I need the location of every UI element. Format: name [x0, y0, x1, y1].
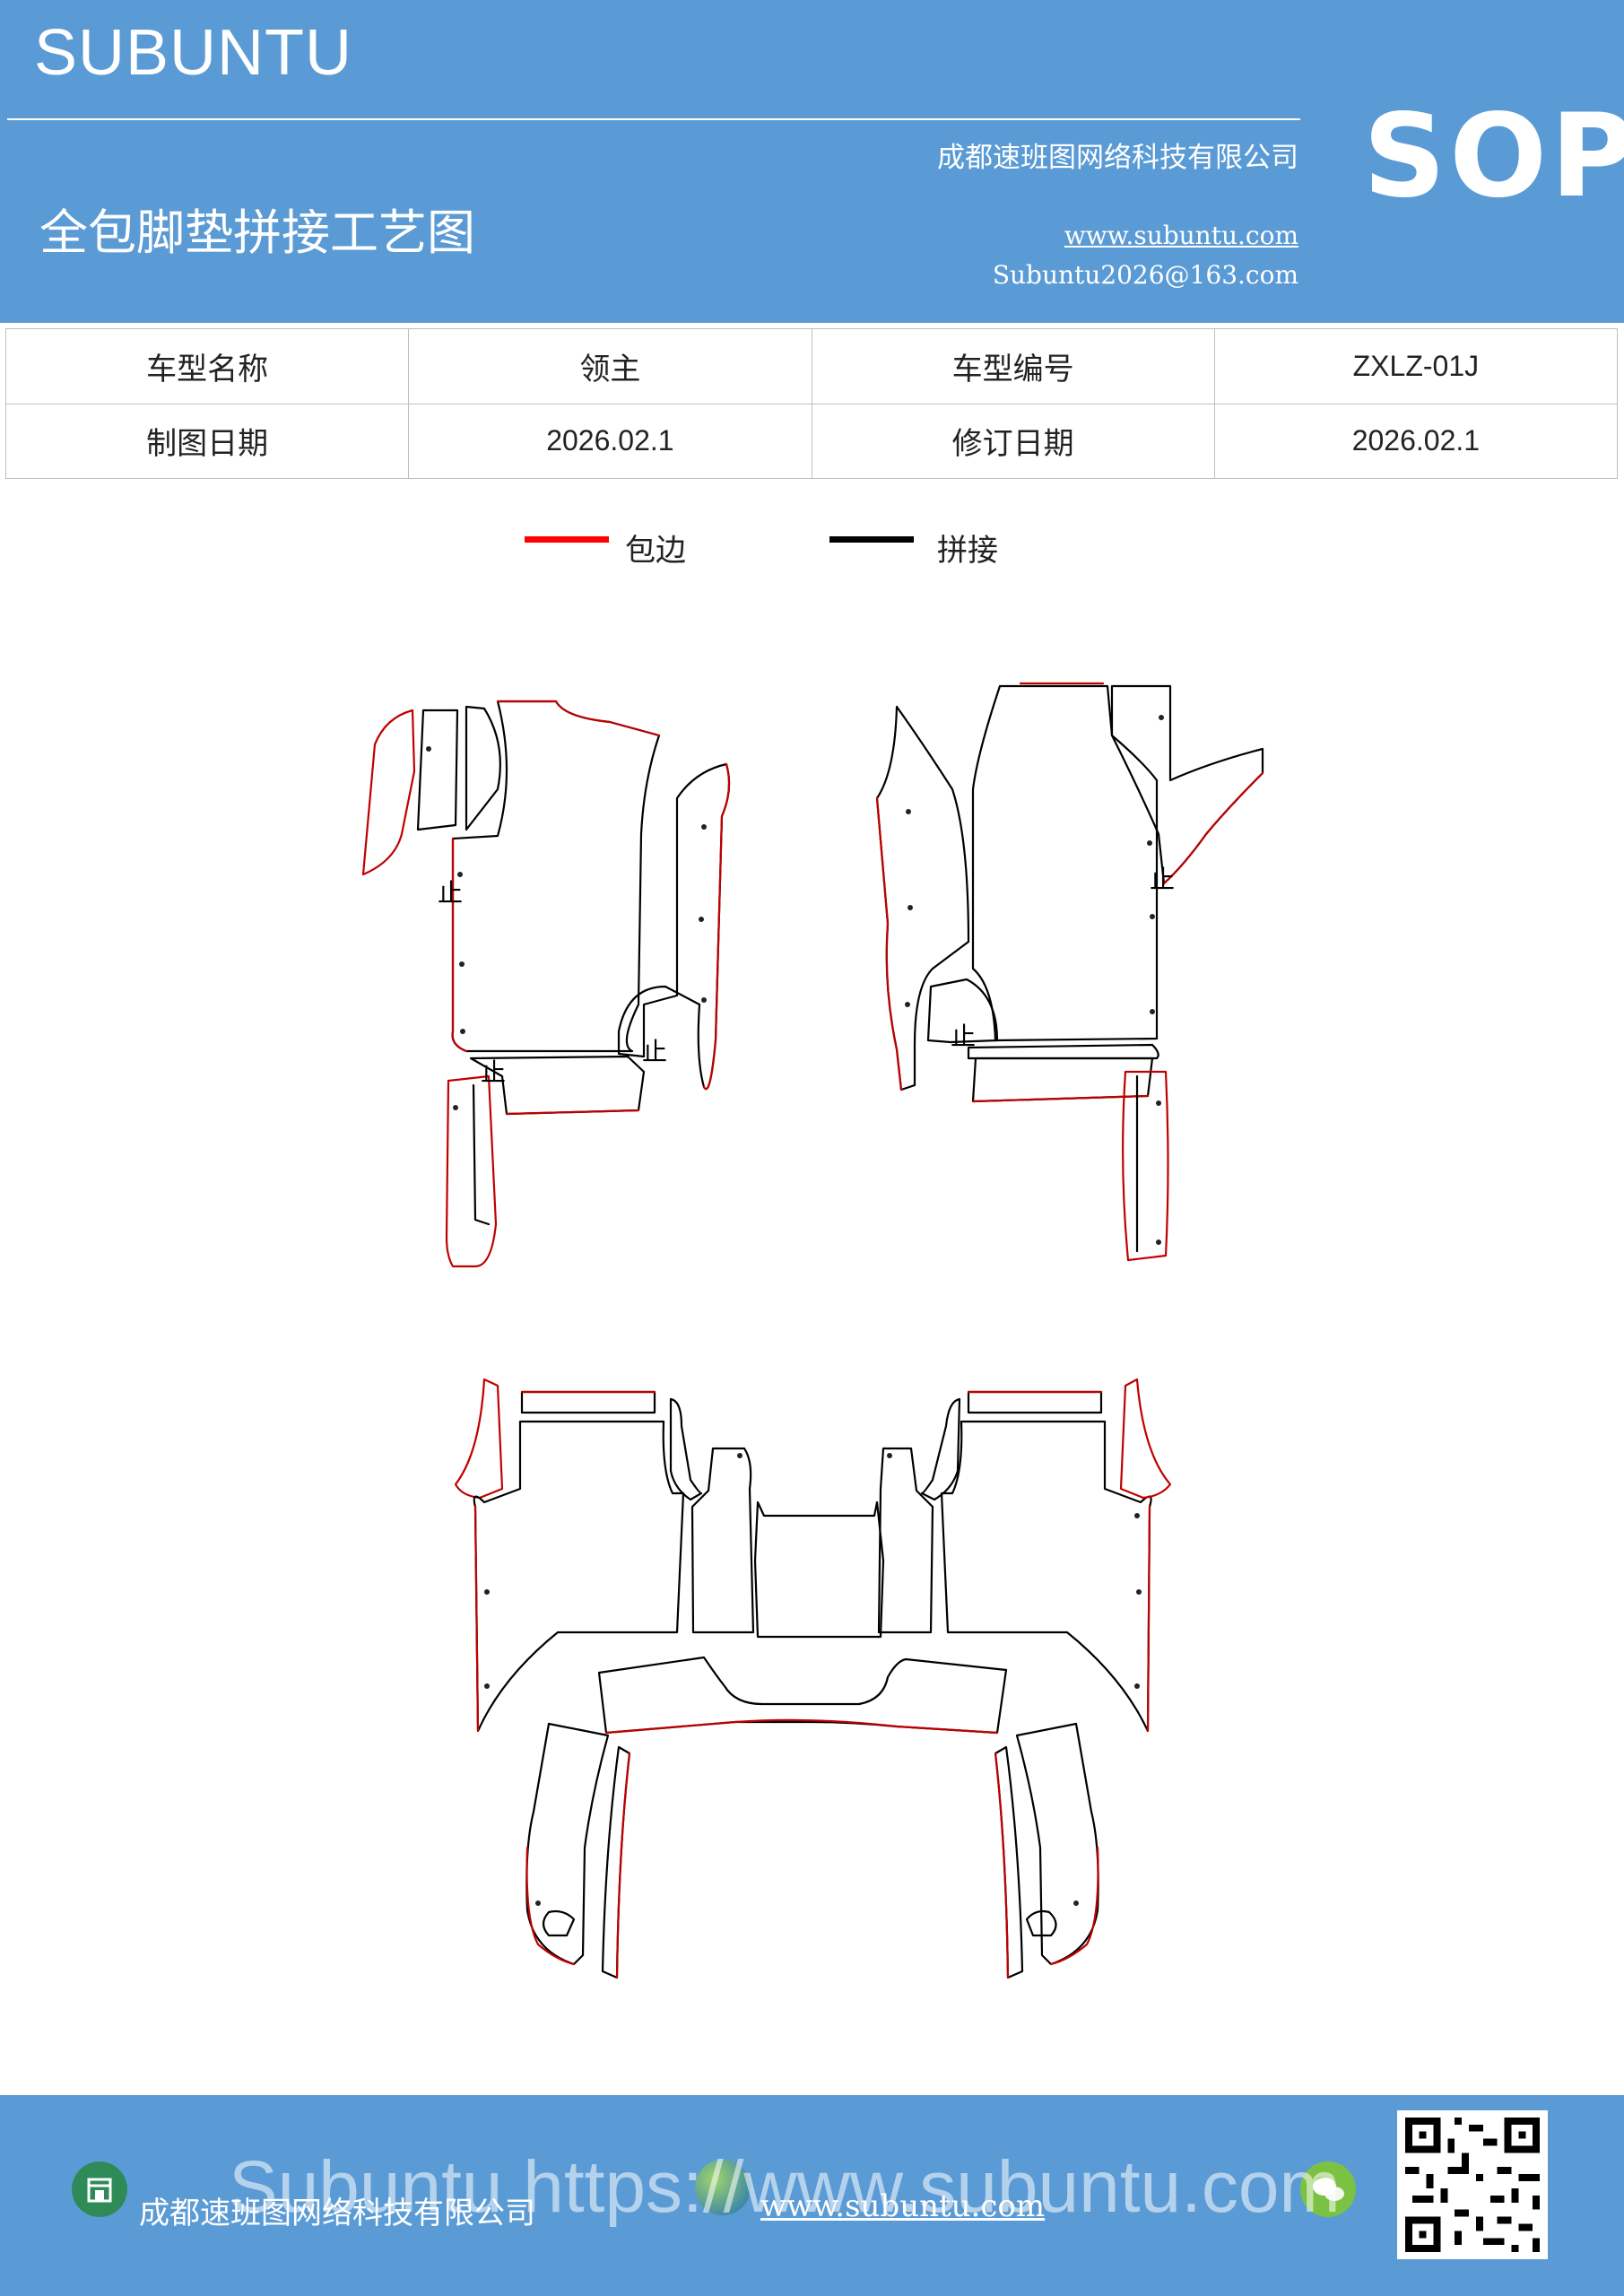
- mat-heel-pad: [1025, 1909, 1057, 1937]
- mat-edge-trim: [1146, 1505, 1151, 1733]
- table-cell: 领主: [408, 328, 812, 404]
- mat-piece: [1122, 1070, 1169, 1262]
- mat-piece: [994, 1745, 1024, 1979]
- mat-edge-trim: [451, 837, 468, 1053]
- table-cell: 2026.02.1: [1213, 403, 1619, 479]
- table-cell: 2026.02.1: [408, 403, 812, 479]
- mat-edge-trim: [1162, 771, 1264, 885]
- front-right-mat-group: [875, 682, 1264, 1262]
- table-cell: 车型编号: [811, 328, 1215, 404]
- mat-piece: [971, 684, 1159, 1042]
- stop-mark: 止: [481, 1057, 506, 1087]
- wechat-icon: [1300, 2161, 1356, 2217]
- mat-edge-trim: [505, 1109, 640, 1116]
- mat-piece: [877, 1447, 934, 1634]
- legend-swatch-red: [525, 536, 609, 543]
- rear-mat-group: [454, 1378, 1172, 1979]
- mat-edge-trim: [615, 1752, 631, 1979]
- mat-edge-trim: [496, 700, 661, 737]
- mat-edge-trim: [604, 1718, 999, 1735]
- mat-piece: [416, 709, 459, 831]
- mat-piece: [525, 1722, 610, 1966]
- mat-edge-trim: [473, 1505, 480, 1733]
- mat-edge-trim: [875, 796, 903, 1091]
- mat-seam: [472, 1083, 491, 1226]
- footer-company: 成都速班图网络科技有限公司: [139, 2196, 535, 2231]
- vehicle-info-table: 车型名称 领主 车型编号 ZXLZ-01J 制图日期 2026.02.1 修订日…: [4, 328, 1619, 479]
- table-cell: 制图日期: [4, 403, 410, 479]
- brand-logo-text: SUBUNTU: [34, 17, 353, 89]
- table-row: 车型名称 领主 车型编号 ZXLZ-01J: [4, 328, 1619, 404]
- stop-mark: 止: [951, 1022, 976, 1051]
- mat-piece: [445, 1074, 498, 1268]
- mat-piece: [690, 1447, 755, 1634]
- mat-piece: [473, 1420, 685, 1733]
- mat-edge-trim: [994, 1752, 1010, 1979]
- mat-piece: [920, 1397, 961, 1501]
- stop-mark: 止: [642, 1037, 667, 1066]
- company-name: 成都速班图网络科技有限公司: [937, 142, 1298, 174]
- front-left-mat-group: [361, 700, 731, 1268]
- legend-swatch-black: [829, 536, 914, 543]
- legend-label: 拼接: [937, 533, 998, 569]
- table-cell: ZXLZ-01J: [1213, 328, 1619, 404]
- mat-piece: [454, 1378, 504, 1500]
- mat-piece: [451, 700, 661, 1053]
- mat-piece: [1119, 1378, 1172, 1500]
- mat-piece: [1110, 684, 1264, 885]
- mat-piece: [967, 1390, 1103, 1414]
- table-cell: 车型名称: [4, 328, 410, 404]
- header-divider: [7, 118, 1300, 120]
- website-link[interactable]: www.subuntu.com: [1064, 221, 1298, 250]
- mat-piece: [361, 709, 416, 876]
- mat-heel-pad: [542, 1909, 576, 1937]
- mat-edge-trim: [1049, 1846, 1099, 1966]
- legend-label: 包边: [625, 533, 686, 569]
- stop-mark: 止: [1150, 865, 1175, 894]
- mat-piece: [669, 1397, 703, 1501]
- mat-piece: [1015, 1722, 1099, 1966]
- mat-piece: [926, 978, 999, 1044]
- table-cell: 修订日期: [811, 403, 1215, 479]
- mat-piece: [617, 762, 731, 1091]
- mat-piece: [967, 1043, 1159, 1060]
- stop-mark: 止: [438, 878, 463, 908]
- mat-edge-trim: [971, 1094, 1150, 1103]
- document-title: 全包脚垫拼接工艺图: [39, 204, 475, 261]
- floor-mat-diagram: 止 止 止 止 止: [361, 682, 1264, 1979]
- footer-website-link[interactable]: www.subuntu.com: [760, 2188, 1046, 2224]
- mat-edge-trim: [702, 762, 731, 1091]
- mat-edge-trim: [525, 1846, 576, 1966]
- building-icon: [72, 2161, 127, 2217]
- email-address: Subuntu2026@163.com: [992, 260, 1298, 290]
- sop-badge: SOP: [1363, 90, 1624, 223]
- mat-piece: [601, 1745, 631, 1979]
- table-row: 制图日期 2026.02.1 修订日期 2026.02.1: [4, 403, 1619, 479]
- header-banner: SUBUNTU 成都速班图网络科技有限公司 全包脚垫拼接工艺图 www.subu…: [0, 0, 1624, 323]
- mat-piece: [753, 1500, 885, 1639]
- globe-icon: [695, 2160, 751, 2215]
- qr-code[interactable]: [1397, 2110, 1548, 2259]
- mat-piece: [465, 705, 501, 831]
- footer-watermark: Subuntu https://www.subuntu.com: [229, 2146, 1341, 2228]
- mat-piece: [940, 1420, 1152, 1733]
- mat-piece: [597, 1656, 1008, 1735]
- mat-piece: [520, 1390, 656, 1414]
